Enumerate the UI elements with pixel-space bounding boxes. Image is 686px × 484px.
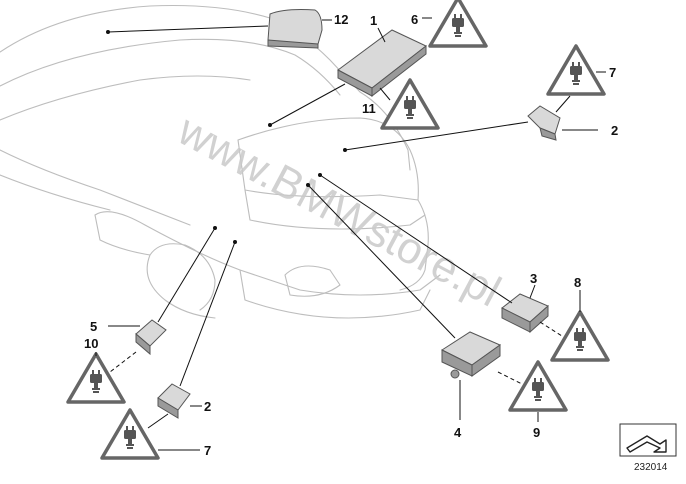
part-5-control-unit bbox=[108, 226, 217, 373]
callout-3: 3 bbox=[530, 271, 537, 286]
warning-triangle-8-icon bbox=[552, 312, 608, 360]
callout-8: 8 bbox=[574, 275, 581, 290]
callout-10: 10 bbox=[84, 336, 98, 351]
callout-11: 11 bbox=[362, 101, 376, 116]
warning-triangle-11-icon bbox=[382, 80, 438, 128]
callout-7-lower: 7 bbox=[204, 443, 211, 458]
warning-triangle-7-lower-icon bbox=[102, 410, 158, 458]
watermark: www.BMWstore.pl bbox=[169, 105, 508, 316]
warning-triangle-10-icon bbox=[68, 354, 124, 402]
callout-1: 1 bbox=[370, 13, 377, 28]
warning-triangle-9-icon bbox=[510, 362, 566, 410]
part-3-sensor bbox=[318, 173, 563, 337]
callout-9: 9 bbox=[533, 425, 540, 440]
diagram-number: 232014 bbox=[634, 462, 668, 473]
callout-12: 12 bbox=[334, 12, 348, 27]
arrow-box-icon bbox=[619, 423, 677, 457]
callout-6: 6 bbox=[411, 12, 418, 27]
callout-2-lower: 2 bbox=[204, 399, 211, 414]
part-12-roof-module bbox=[106, 9, 332, 49]
callout-5: 5 bbox=[90, 319, 97, 334]
part-2-sensor-lower bbox=[147, 240, 237, 429]
car-outline bbox=[0, 4, 441, 319]
part-1-control-unit bbox=[268, 27, 427, 127]
callout-4: 4 bbox=[454, 425, 462, 440]
callout-2-upper: 2 bbox=[611, 123, 618, 138]
part-4-sensor-module bbox=[306, 183, 523, 420]
warning-triangle-6-icon bbox=[430, 0, 486, 46]
part-2-sensor-upper bbox=[343, 105, 598, 152]
warning-triangle-7-upper-icon bbox=[548, 46, 604, 94]
callout-7-upper: 7 bbox=[609, 65, 616, 80]
